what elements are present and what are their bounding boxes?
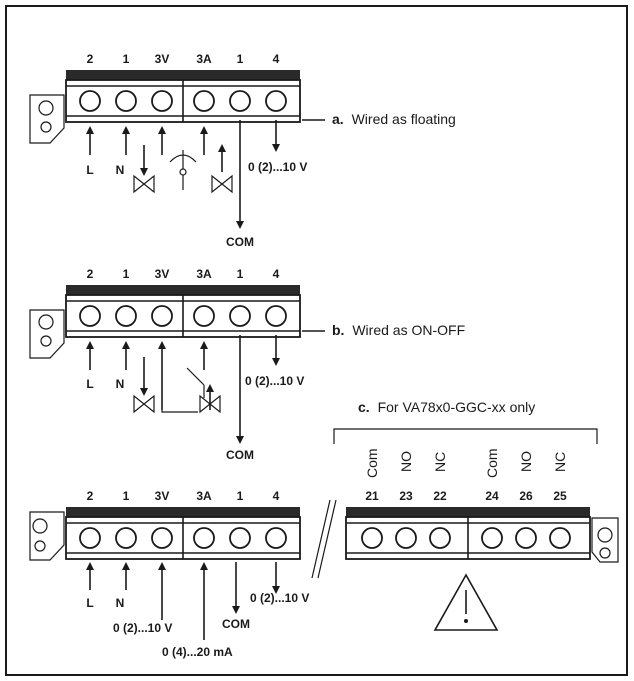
terminal (265, 527, 287, 549)
pin-label: 1 (237, 52, 244, 66)
relay-function-label: Com (484, 448, 500, 478)
valve-icon (133, 174, 155, 194)
relay-function-label: NC (552, 452, 568, 472)
terminal (115, 527, 137, 549)
terminal (265, 90, 287, 112)
mounting-bracket (29, 94, 65, 144)
section-c: 2 1 3V 3A 1 4 L N 0 (2)...10 V 0 (4)...2… (29, 399, 619, 659)
pin-label: 23 (399, 489, 413, 503)
output-label: 0 (2)...10 V (245, 374, 304, 388)
mounting-hole (34, 540, 46, 552)
pin-label: 26 (519, 489, 533, 503)
terminal (193, 305, 215, 327)
pin-label: 1 (237, 489, 244, 503)
pin-label: 1 (123, 489, 130, 503)
diagram-frame (5, 5, 628, 676)
section-a: 2 1 3V 3A 1 4 a. Wired as floating L N 0… (29, 52, 456, 249)
terminal (481, 527, 503, 549)
terminal-label-n: N (116, 377, 125, 391)
mounting-hole (32, 518, 48, 534)
mounting-hole (599, 547, 611, 559)
mounting-bracket (29, 309, 65, 359)
valve-icon (211, 174, 233, 194)
output-label: 0 (2)...10 V (250, 591, 309, 605)
terminal (265, 305, 287, 327)
terminal-label-l: L (86, 163, 93, 177)
pin-label: 3A (196, 52, 212, 66)
section-b: 2 1 3V 3A 1 4 b. Wired as ON-OFF L N 0 (… (29, 267, 465, 462)
terminal-label-n: N (116, 596, 125, 610)
terminal (549, 527, 571, 549)
mounting-hole (40, 335, 52, 347)
mounting-hole (597, 527, 613, 543)
pin-label: 3V (155, 489, 170, 503)
mounting-hole (38, 100, 54, 116)
terminal (515, 527, 537, 549)
terminal (79, 527, 101, 549)
pin-label: 4 (273, 52, 280, 66)
relay-function-label: NC (432, 452, 448, 472)
mounting-bracket (591, 517, 619, 563)
pin-label: 4 (273, 267, 280, 281)
three-way-valve-icon (169, 150, 197, 190)
pin-label: 4 (273, 489, 280, 503)
terminal (229, 527, 251, 549)
output-label: 0 (2)...10 V (248, 160, 307, 174)
terminal (79, 305, 101, 327)
terminal (115, 90, 137, 112)
terminal (429, 527, 451, 549)
terminal (193, 90, 215, 112)
pin-label: 21 (365, 489, 379, 503)
mounting-hole (40, 121, 52, 133)
mounting-bracket (29, 511, 65, 561)
switch-icon (186, 367, 205, 398)
terminal (151, 90, 173, 112)
terminal (229, 90, 251, 112)
terminal (395, 527, 417, 549)
com-label: COM (226, 448, 254, 462)
com-label: COM (222, 617, 250, 631)
pin-label: 2 (87, 489, 94, 503)
break-mark (317, 499, 337, 579)
com-label: COM (226, 235, 254, 249)
relay-functions: Com NO NC Com NO NC (364, 448, 568, 478)
warning-triangle-icon (433, 573, 499, 631)
terminal (229, 305, 251, 327)
pin-label: 2 (87, 267, 94, 281)
terminal (193, 527, 215, 549)
pin-label: 2 (87, 52, 94, 66)
terminal-label-n: N (116, 163, 125, 177)
input-current-label: 0 (4)...20 mA (162, 645, 233, 659)
terminal (79, 90, 101, 112)
relay-title: c. For VA78x0-GGC-xx only (358, 399, 535, 415)
wiring-label: b. Wired as ON-OFF (332, 322, 465, 338)
pin-label: 1 (123, 52, 130, 66)
input-voltage-label: 0 (2)...10 V (113, 621, 172, 635)
relay-function-label: NO (518, 451, 534, 472)
pin-label: 3A (196, 267, 212, 281)
terminal (151, 527, 173, 549)
pin-label: 1 (123, 267, 130, 281)
mounting-hole (38, 314, 54, 330)
relay-function-label: Com (364, 448, 380, 478)
wiring-label: a. Wired as floating (332, 111, 456, 127)
pin-label: 1 (237, 267, 244, 281)
pin-label: 24 (485, 489, 499, 503)
terminal-label-l: L (86, 377, 93, 391)
pin-label: 3A (196, 489, 212, 503)
relay-function-label: NO (398, 451, 414, 472)
valve-icon (199, 394, 221, 414)
pin-label: 25 (553, 489, 567, 503)
terminal-label-l: L (86, 596, 93, 610)
pin-label: 3V (155, 52, 170, 66)
break-mark (311, 499, 331, 579)
pin-label: 3V (155, 267, 170, 281)
valve-icon (133, 394, 155, 414)
relay-bracket (333, 428, 598, 444)
terminal (115, 305, 137, 327)
terminal (151, 305, 173, 327)
pin-label: 22 (433, 489, 447, 503)
terminal (361, 527, 383, 549)
